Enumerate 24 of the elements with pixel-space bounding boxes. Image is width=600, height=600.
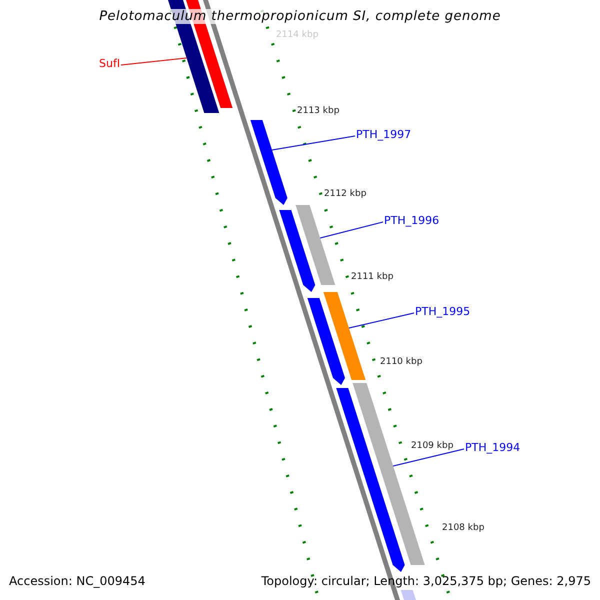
gene-feature: [323, 292, 366, 380]
leader-line: [272, 136, 356, 150]
scale-label: 2111 kbp: [351, 272, 394, 282]
scale-label: 2108 kbp: [442, 523, 484, 533]
gene-label: PTH_1996: [384, 214, 440, 227]
scale-label: 2113 kbp: [297, 106, 340, 116]
scale-label: 2112 kbp: [324, 189, 366, 199]
accession-text: Accession: NC_009454: [9, 574, 146, 588]
genome-info-text: Topology: circular; Length: 3,025,375 bp; Genes: 2,975: [261, 574, 591, 588]
gene-feature: [250, 120, 288, 205]
leader-line: [348, 312, 414, 328]
gene-label: PTH_1994: [465, 441, 520, 454]
leader-line: [320, 222, 384, 238]
leader-line: [392, 448, 464, 466]
gene-label: PTH_1997: [356, 128, 412, 141]
gene-feature: [296, 205, 336, 285]
gene-label: SufI: [99, 57, 120, 70]
leader-line: [120, 58, 188, 66]
gene-feature: [279, 210, 316, 292]
scale-label: 2109 kbp: [411, 441, 454, 451]
gene-feature: [336, 388, 405, 572]
scale-label: 2110 kbp: [380, 357, 422, 367]
gene-label: PTH_1995: [415, 305, 470, 318]
gene-feature: [307, 298, 345, 385]
